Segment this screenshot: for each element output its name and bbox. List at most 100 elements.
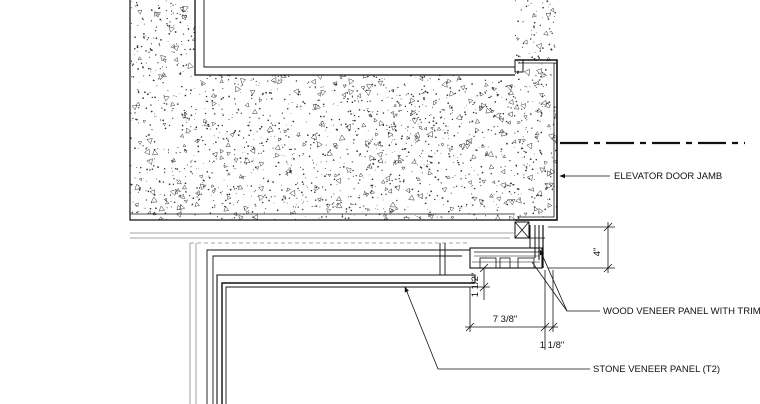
concrete-speckle xyxy=(136,211,138,214)
concrete-speckle xyxy=(317,141,323,148)
concrete-speckle xyxy=(255,166,259,171)
concrete-speckle xyxy=(130,60,133,62)
concrete-speckle xyxy=(347,98,349,100)
concrete-speckle xyxy=(211,100,217,107)
concrete-speckle xyxy=(222,138,224,140)
concrete-speckle xyxy=(396,95,398,96)
concrete-speckle xyxy=(540,83,543,86)
concrete-speckle xyxy=(215,77,217,80)
concrete-speckle xyxy=(198,198,201,201)
concrete-speckle xyxy=(553,16,555,18)
concrete-speckle xyxy=(149,56,151,58)
concrete-speckle xyxy=(330,170,331,172)
concrete-speckle xyxy=(455,185,458,188)
concrete-speckle xyxy=(392,90,394,92)
concrete-speckle xyxy=(314,86,316,88)
concrete-speckle xyxy=(377,142,382,147)
concrete-speckle xyxy=(457,157,458,158)
concrete-speckle xyxy=(421,152,423,155)
concrete-speckle xyxy=(148,51,150,53)
concrete-speckle xyxy=(296,197,298,199)
concrete-speckle xyxy=(302,155,304,157)
concrete-speckle xyxy=(446,94,449,97)
concrete-speckle xyxy=(540,115,543,117)
concrete-speckle xyxy=(153,140,156,143)
concrete-speckle xyxy=(243,157,251,164)
concrete-speckle xyxy=(136,51,138,52)
concrete-speckle xyxy=(490,172,492,175)
concrete-speckle xyxy=(553,44,555,46)
concrete-speckle xyxy=(252,216,254,218)
concrete-speckle xyxy=(377,110,379,113)
concrete-speckle xyxy=(171,167,173,169)
concrete-speckle xyxy=(252,214,258,220)
concrete-speckle xyxy=(229,188,232,191)
concrete-speckle xyxy=(260,137,262,138)
concrete-speckle xyxy=(197,199,199,201)
concrete-speckle xyxy=(302,153,304,155)
concrete-speckle xyxy=(485,90,488,92)
concrete-speckle xyxy=(509,215,516,220)
concrete-speckle xyxy=(460,170,463,172)
concrete-speckle xyxy=(154,11,160,17)
concrete-speckle xyxy=(404,85,406,87)
concrete-speckle xyxy=(259,82,261,84)
concrete-speckle xyxy=(286,108,289,110)
concrete-speckle xyxy=(324,189,327,191)
concrete-speckle xyxy=(205,100,207,102)
concrete-speckle xyxy=(495,157,497,159)
concrete-speckle xyxy=(185,127,192,134)
concrete-speckle xyxy=(193,155,195,156)
concrete-speckle xyxy=(300,105,302,107)
concrete-speckle xyxy=(387,131,394,138)
concrete-speckle xyxy=(550,48,553,51)
concrete-speckle xyxy=(369,110,371,113)
concrete-speckle xyxy=(465,88,468,90)
concrete-speckle xyxy=(334,206,336,207)
concrete-speckle xyxy=(135,118,137,120)
concrete-speckle xyxy=(140,166,142,169)
concrete-speckle xyxy=(281,189,283,191)
concrete-speckle xyxy=(335,178,342,185)
concrete-speckle xyxy=(186,53,188,55)
concrete-speckle xyxy=(181,17,184,19)
concrete-speckle xyxy=(407,151,410,154)
concrete-speckle xyxy=(183,149,188,154)
concrete-speckle xyxy=(367,130,369,132)
concrete-speckle xyxy=(528,188,530,191)
concrete-speckle xyxy=(202,139,204,142)
concrete-speckle xyxy=(406,110,409,113)
concrete-speckle xyxy=(452,177,454,179)
concrete-speckle xyxy=(473,187,476,190)
concrete-speckle xyxy=(427,143,430,146)
concrete-speckle xyxy=(253,191,255,193)
concrete-speckle xyxy=(393,162,395,164)
concrete-speckle xyxy=(431,215,433,217)
concrete-speckle xyxy=(533,178,535,180)
concrete-speckle xyxy=(413,118,415,120)
concrete-speckle xyxy=(258,97,260,99)
concrete-speckle xyxy=(334,173,339,178)
concrete-speckle xyxy=(545,12,552,19)
concrete-speckle xyxy=(274,144,281,151)
leader-lines xyxy=(404,173,610,370)
concrete-speckle xyxy=(527,91,529,93)
concrete-speckle xyxy=(393,122,395,124)
concrete-speckle xyxy=(150,20,153,22)
concrete-speckle xyxy=(283,117,285,119)
concrete-speckle xyxy=(414,215,416,217)
concrete-speckle xyxy=(150,110,153,113)
concrete-speckle xyxy=(342,166,345,168)
concrete-speckle xyxy=(359,194,361,196)
concrete-speckle xyxy=(187,11,189,13)
concrete-speckle xyxy=(508,114,510,116)
concrete-speckle xyxy=(269,189,271,192)
concrete-speckle xyxy=(434,152,436,154)
concrete-speckle xyxy=(170,5,172,7)
concrete-speckle xyxy=(172,183,175,185)
concrete-speckle xyxy=(259,107,261,110)
concrete-speckle xyxy=(229,202,231,205)
concrete-speckle xyxy=(460,205,463,208)
concrete-speckle xyxy=(545,188,547,190)
concrete-speckle xyxy=(314,142,316,144)
